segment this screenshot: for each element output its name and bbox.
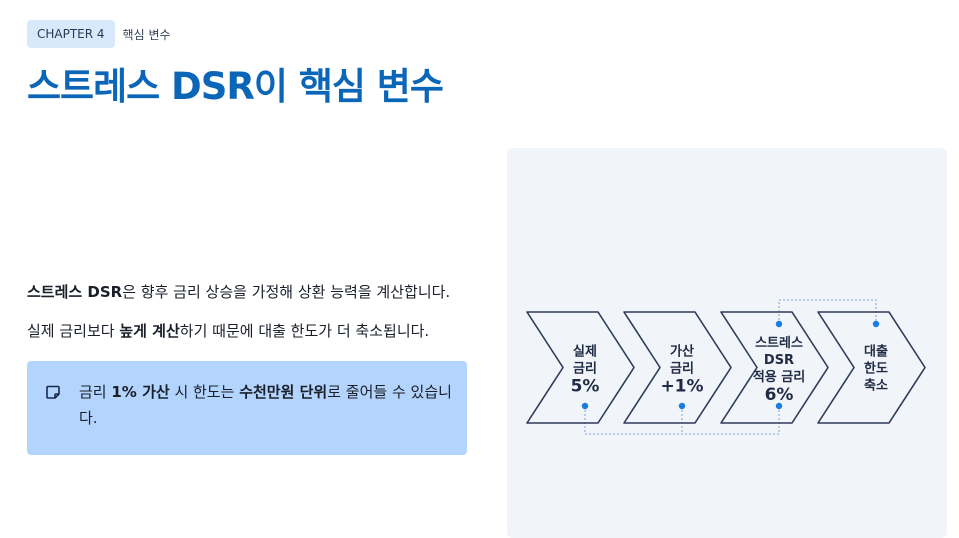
process-step-label: +1% — [660, 377, 703, 397]
process-step-chevron — [526, 311, 635, 424]
note-emphasis: 수천만원 단위 — [239, 383, 328, 401]
note-text-part: 금리 — [79, 383, 112, 401]
process-step-label: 축소 — [864, 378, 888, 394]
process-step-label: 5% — [571, 377, 600, 397]
paragraph-stress-dsr: 스트레스 DSR은 향후 금리 상승을 가정해 상환 능력을 계산합니다. — [27, 281, 450, 302]
process-step-label: 금리 — [670, 361, 694, 377]
page-title: 스트레스 DSR이 핵심 변수 — [27, 65, 444, 108]
connector-dot — [775, 402, 783, 410]
connector-dot — [775, 320, 783, 328]
process-step-label: 적용 금리 — [753, 369, 805, 385]
body-text: 실제 금리보다 — [27, 322, 120, 340]
process-step-label: 금리 — [573, 361, 597, 377]
emphasis-text: 높게 계산 — [119, 322, 180, 340]
process-step-chevron — [720, 311, 829, 424]
process-step-chevron — [817, 311, 926, 424]
note-icon — [46, 385, 60, 399]
process-step-label: 가산 — [670, 344, 694, 360]
note-emphasis: 1% 가산 — [111, 383, 170, 401]
connector-line-bottom — [584, 406, 780, 435]
note-text-part: 시 한도는 — [169, 383, 240, 401]
process-step-label: DSR — [764, 353, 794, 368]
process-step-label: 6% — [765, 385, 794, 405]
process-step-label: 실제 — [573, 344, 597, 360]
body-text: 은 향후 금리 상승을 가정해 상환 능력을 계산합니다. — [122, 283, 451, 301]
chapter-subtitle: 핵심 변수 — [122, 27, 171, 42]
connector-dot — [678, 402, 686, 410]
process-step-chevron — [623, 311, 732, 424]
note-text: 금리 1% 가산 시 한도는 수천만원 단위로 줄어들 수 있습니다. — [79, 379, 455, 431]
note-text-part: 로 줄어들 수 있습니다. — [79, 383, 452, 427]
connector-dot — [581, 402, 589, 410]
connector-dot — [872, 320, 880, 328]
process-step-label: 스트레스 — [755, 336, 803, 351]
note-callout: 금리 1% 가산 시 한도는 수천만원 단위로 줄어들 수 있습니다. — [27, 361, 467, 455]
emphasis-text: 스트레스 DSR — [27, 283, 123, 301]
paragraph-higher-calc: 실제 금리보다 높게 계산하기 때문에 대출 한도가 더 축소됩니다. — [27, 320, 429, 341]
process-step-label: 한도 — [864, 361, 888, 377]
body-text: 하기 때문에 대출 한도가 더 축소됩니다. — [179, 322, 430, 340]
process-step-label: 대출 — [864, 344, 888, 360]
chapter-badge: CHAPTER 4 — [27, 20, 115, 48]
chapter-header: CHAPTER 4 핵심 변수 — [27, 20, 171, 48]
